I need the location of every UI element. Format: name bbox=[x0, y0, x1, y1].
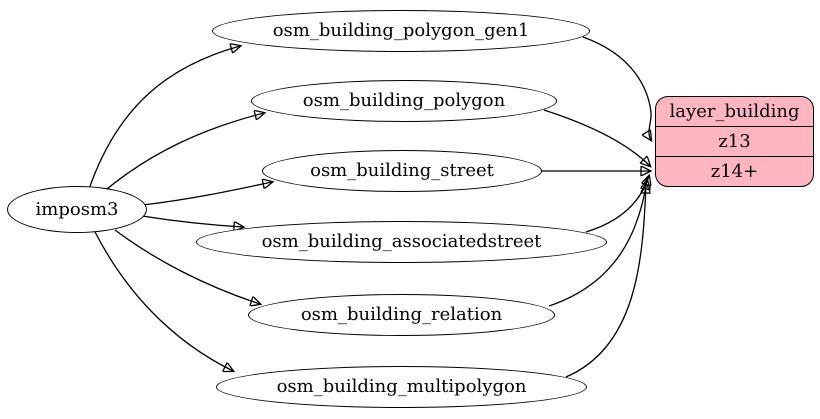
node-osm-building-polygon: osm_building_polygon bbox=[251, 80, 557, 122]
node-imposm3: imposm3 bbox=[7, 186, 147, 233]
edge-imposm3-osm-building-street bbox=[142, 182, 272, 206]
layer-building-z13-row: z13 bbox=[656, 126, 813, 156]
edge-imposm3-osm-building-multipolygon bbox=[94, 231, 233, 371]
edge-osm-building-polygon-gen1-z13 bbox=[582, 36, 651, 140]
node-layer-building: layer_building z13 z14+ bbox=[655, 96, 814, 187]
edge-imposm3-osm-building-polygon-gen1 bbox=[88, 46, 240, 190]
edge-imposm3-osm-building-associatedstreet bbox=[141, 215, 243, 227]
table-node-label: osm_building_associatedstreet bbox=[261, 231, 542, 252]
table-node-label: osm_building_polygon_gen1 bbox=[272, 20, 530, 41]
table-node-label: osm_building_street bbox=[310, 160, 494, 181]
layer-building-title-row: layer_building bbox=[669, 100, 800, 122]
edge-osm-building-polygon-z14 bbox=[543, 109, 650, 166]
edge-imposm3-osm-building-polygon bbox=[100, 113, 264, 195]
node-osm-building-street: osm_building_street bbox=[262, 150, 542, 192]
layer-building-z14-row: z14+ bbox=[656, 156, 813, 186]
edge-osm-building-multipolygon-z14 bbox=[565, 184, 646, 378]
node-osm-building-associatedstreet: osm_building_associatedstreet bbox=[196, 221, 607, 263]
node-imposm3-label: imposm3 bbox=[35, 198, 119, 220]
edge-imposm3-osm-building-relation bbox=[114, 229, 260, 304]
node-osm-building-relation: osm_building_relation bbox=[248, 294, 555, 336]
node-osm-building-polygon-gen1: osm_building_polygon_gen1 bbox=[212, 10, 590, 52]
table-node-label: osm_building_multipolygon bbox=[276, 376, 527, 397]
table-node-label: osm_building_relation bbox=[300, 304, 503, 325]
edge-osm-building-relation-z14 bbox=[548, 180, 647, 307]
node-osm-building-multipolygon: osm_building_multipolygon bbox=[216, 366, 587, 408]
edge-osm-building-associatedstreet-z14 bbox=[585, 176, 649, 233]
table-node-label: osm_building_polygon bbox=[302, 90, 506, 111]
